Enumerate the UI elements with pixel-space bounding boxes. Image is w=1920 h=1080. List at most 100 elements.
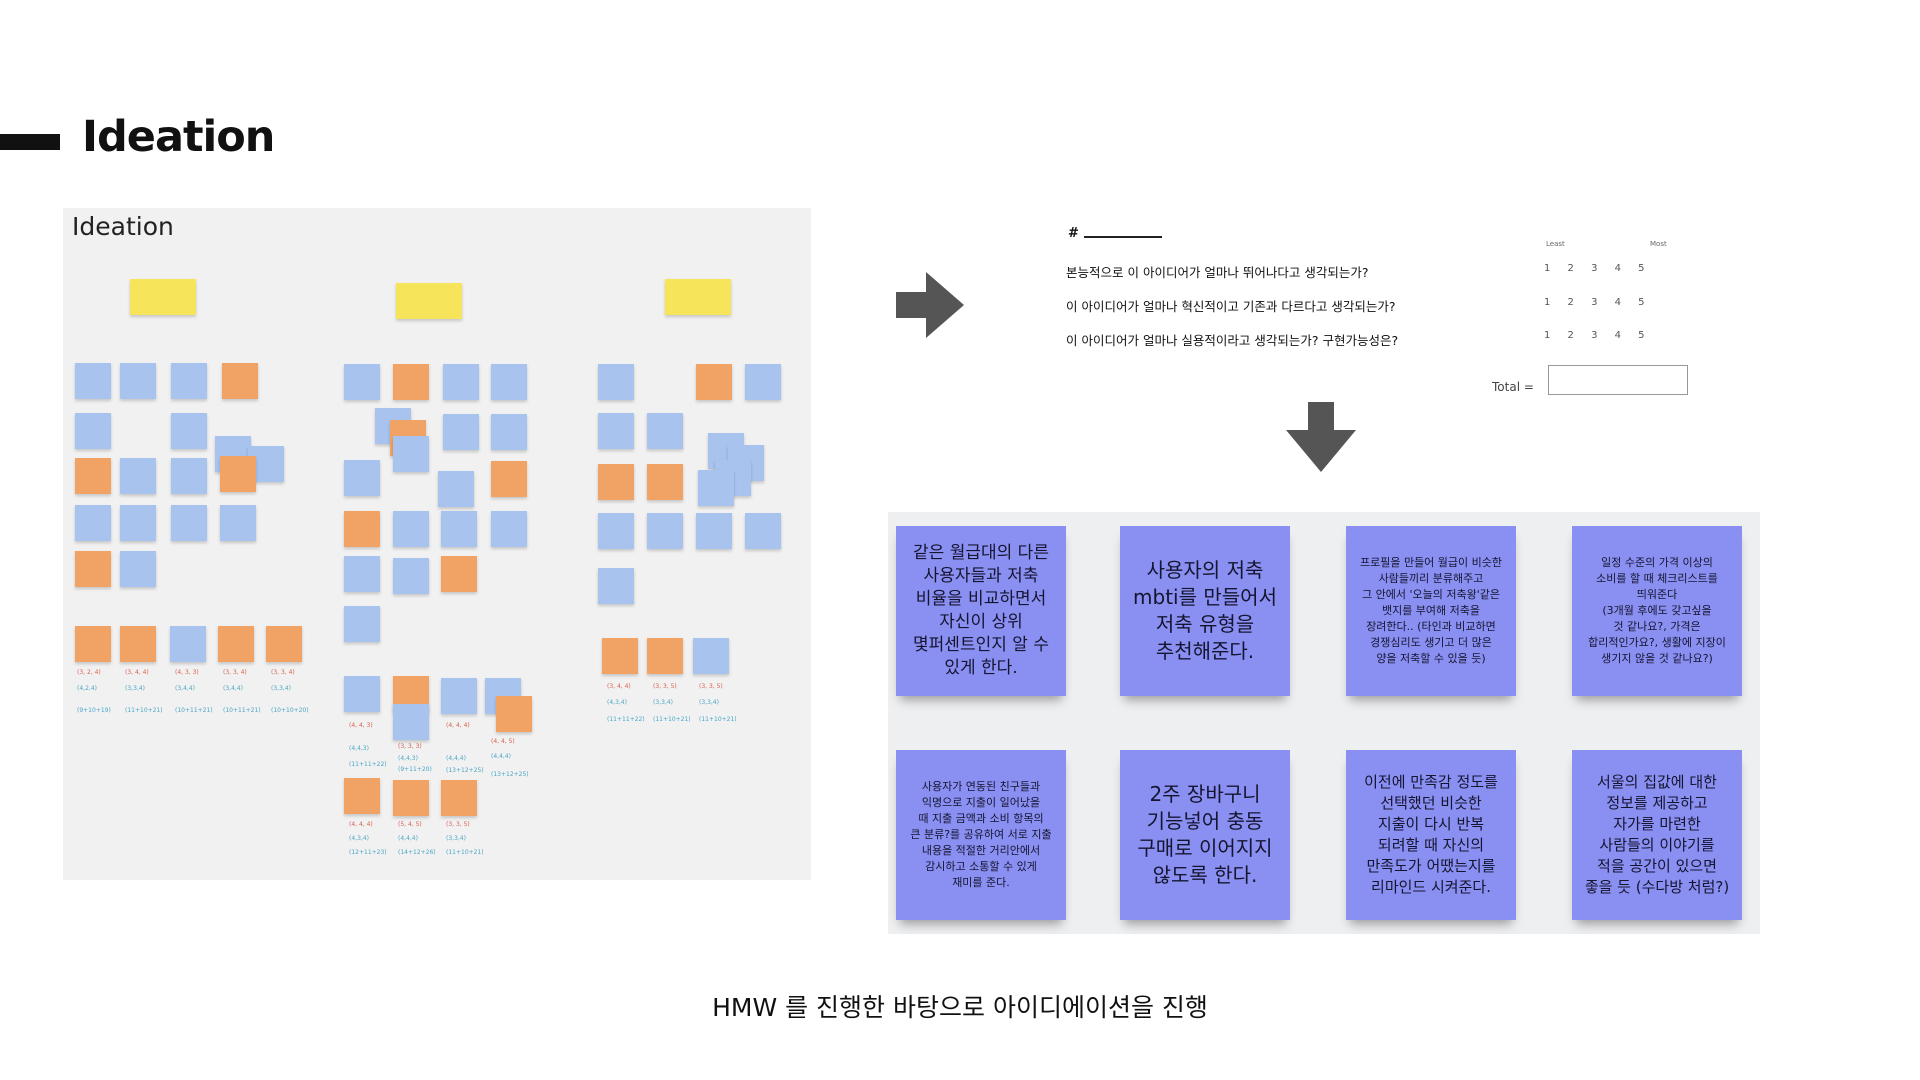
score-label: (11+10+21) — [125, 707, 163, 714]
idea-note — [393, 558, 429, 594]
sticky-note: 같은 월급대의 다른 사용자들과 저축 비율을 비교하면서 자신이 상위 몇퍼센… — [896, 526, 1066, 696]
idea-note — [344, 460, 380, 496]
idea-note — [171, 505, 207, 541]
idea-note — [693, 638, 729, 674]
idea-note — [120, 363, 156, 399]
sticky-note: 서울의 집값에 대한 정보를 제공하고 자가를 마련한 사람들의 이야기를 적을… — [1572, 750, 1742, 920]
idea-note — [602, 638, 638, 674]
score-label: (11+11+22) — [349, 761, 387, 768]
sticky-note: 일정 수준의 가격 이상의 소비를 할 때 체크리스트를 띄워준다 (3개월 후… — [1572, 526, 1742, 696]
idea-note — [647, 638, 683, 674]
score-label: (9+11+20) — [398, 766, 432, 773]
idea-note — [218, 626, 254, 662]
idea-note — [171, 413, 207, 449]
score-label: (10+11+21) — [175, 707, 213, 714]
score-label: (4, 4, 3) — [349, 722, 373, 729]
score-label: (3, 3, 4) — [223, 669, 247, 676]
idea-note — [443, 364, 479, 400]
score-label: (3, 2, 4) — [77, 669, 101, 676]
idea-number-label: # — [1068, 226, 1079, 241]
idea-note — [344, 778, 380, 814]
score-label: (10+11+21) — [223, 707, 261, 714]
idea-note — [393, 511, 429, 547]
idea-note — [344, 676, 380, 712]
idea-note — [443, 414, 479, 450]
score-label: (4,4,4) — [491, 753, 511, 760]
idea-note — [344, 511, 380, 547]
score-label: (12+11+23) — [349, 849, 387, 856]
score-label: (9+10+19) — [77, 707, 111, 714]
score-label: (4, 4, 5) — [491, 738, 515, 745]
score-label: (3, 3, 4) — [271, 669, 295, 676]
arrow-down-icon — [1286, 402, 1356, 472]
score-label: (4,4,3) — [398, 755, 418, 762]
idea-note — [491, 364, 527, 400]
idea-note — [438, 471, 474, 507]
selected-ideas-panel: 같은 월급대의 다른 사용자들과 저축 비율을 비교하면서 자신이 상위 몇퍼센… — [888, 512, 1760, 934]
sticky-note: 2주 장바구니 기능넣어 충동 구매로 이어지지 않도록 한다. — [1120, 750, 1290, 920]
score-label: (3,4,4) — [223, 685, 243, 692]
score-label: (4, 4, 4) — [349, 821, 373, 828]
total-label: Total = — [1492, 380, 1534, 394]
evaluation-form: # Least Most 본능적으로 이 아이디어가 얼마나 뛰어나다고 생각되… — [1060, 220, 1700, 400]
hmw-note — [396, 283, 462, 319]
arrow-right-icon — [896, 272, 964, 338]
idea-note — [120, 551, 156, 587]
idea-note — [441, 780, 477, 816]
score-label: (4, 3, 3) — [175, 669, 199, 676]
rating-scale: 1 2 3 4 5 — [1544, 263, 1645, 274]
idea-note — [598, 513, 634, 549]
idea-note — [75, 551, 111, 587]
score-label: (3,3,4) — [699, 699, 719, 706]
idea-note — [120, 458, 156, 494]
score-label: (10+10+20) — [271, 707, 309, 714]
score-label: (11+10+21) — [653, 716, 691, 723]
score-label: (4,2,4) — [77, 685, 97, 692]
score-label: (3, 4, 4) — [607, 683, 631, 690]
total-field[interactable] — [1548, 365, 1688, 395]
idea-note — [75, 458, 111, 494]
idea-note — [647, 513, 683, 549]
idea-note — [75, 363, 111, 399]
idea-note — [344, 606, 380, 642]
most-label: Most — [1650, 240, 1667, 248]
score-label: (3, 3, 3) — [398, 743, 422, 750]
score-label: (3,3,4) — [653, 699, 673, 706]
sticky-note: 사용자가 연동된 친구들과 익명으로 지출이 일어났을 때 지출 금액과 소비 … — [896, 750, 1066, 920]
score-label: (11+10+21) — [699, 716, 737, 723]
idea-note — [598, 464, 634, 500]
score-label: (3,3,4) — [125, 685, 145, 692]
rating-scale: 1 2 3 4 5 — [1544, 330, 1645, 341]
idea-note — [393, 364, 429, 400]
score-label: (3, 3, 5) — [653, 683, 677, 690]
idea-note — [220, 456, 256, 492]
idea-note — [647, 464, 683, 500]
question-instinct: 본능적으로 이 아이디어가 얼마나 뛰어나다고 생각되는가? — [1066, 265, 1369, 280]
score-label: (3,3,4) — [446, 835, 466, 842]
score-label: (4,3,4) — [349, 835, 369, 842]
score-label: (4,4,4) — [398, 835, 418, 842]
idea-note — [222, 363, 258, 399]
score-label: (13+12+25) — [446, 767, 484, 774]
idea-note — [491, 414, 527, 450]
idea-note — [220, 505, 256, 541]
question-practicality: 이 아이디어가 얼마나 실용적이라고 생각되는가? 구현가능성은? — [1066, 333, 1399, 348]
idea-note — [120, 626, 156, 662]
idea-note — [170, 626, 206, 662]
score-label: (3, 3, 5) — [446, 821, 470, 828]
idea-note — [393, 704, 429, 740]
idea-note — [441, 556, 477, 592]
idea-note — [698, 470, 734, 506]
score-label: (3,3,4) — [271, 685, 291, 692]
idea-note — [696, 513, 732, 549]
sticky-note: 프로필을 만들어 월급이 비슷한 사람들끼리 분류해주고 그 안에서 '오늘의 … — [1346, 526, 1516, 696]
score-label: (5, 4, 5) — [398, 821, 422, 828]
score-label: (11+11+22) — [607, 716, 645, 723]
ideation-board: Ideation (3, 2, 4) (3, 4, 4) (4, 3, 3) ( — [63, 208, 811, 880]
title-accent-bar — [0, 134, 60, 150]
idea-note — [598, 568, 634, 604]
sticky-note: 이전에 만족감 정도를 선택했던 비슷한 지출이 다시 반복 되려할 때 자신의… — [1346, 750, 1516, 920]
board-title: Ideation — [72, 212, 174, 241]
idea-note — [171, 363, 207, 399]
